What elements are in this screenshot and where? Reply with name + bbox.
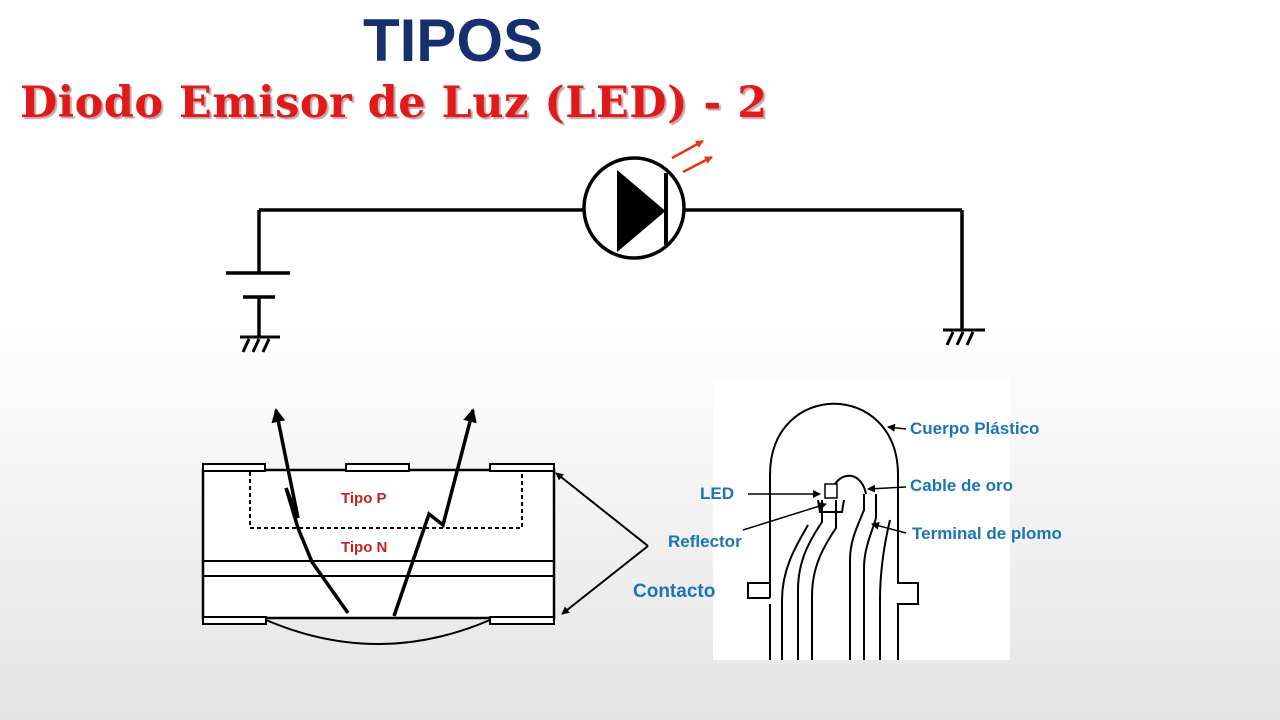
bottom-contact-left [202,616,267,625]
top-contact-left [202,463,266,472]
led-label: LED [700,484,734,503]
contact-arrow-bottom [561,545,649,615]
pn-junction-diagram [201,408,649,645]
contact-arrow-top [555,472,649,547]
reflector-label: Reflector [668,532,742,551]
light-ray-left [271,408,350,615]
ground-symbol-left [240,335,280,353]
p-region-boundary [249,472,523,529]
led-package-diagram [713,379,1010,660]
bottom-contact-right [489,616,555,625]
right-lead [849,494,865,660]
battery-symbol [226,271,290,336]
plastic-dome [769,402,919,660]
led-symbol [582,156,686,260]
n-type-label: Tipo N [341,539,388,556]
led-circuit-schematic [226,156,985,353]
left-lead [797,500,823,660]
led-chip [824,483,838,499]
ground-symbol-right [943,328,985,346]
contact-label: Contacto [633,581,716,602]
bottom-lens [265,619,491,645]
slide-subtitle: Diodo Emisor de Luz (LED) - 2 [20,78,768,128]
plastic-body-label: Cuerpo Plástico [910,419,1040,438]
light-ray-right [392,408,477,617]
p-type-label: Tipo P [341,490,387,507]
top-contact-middle [345,463,410,472]
gold-wire-label: Cable de oro [910,476,1013,495]
slide-title: TIPOS [362,7,544,74]
gold-wire [834,474,867,495]
top-contact-right [489,463,555,472]
lead-terminal-label: Terminal de plomo [912,524,1062,543]
emitted-light-arrows [671,139,713,174]
